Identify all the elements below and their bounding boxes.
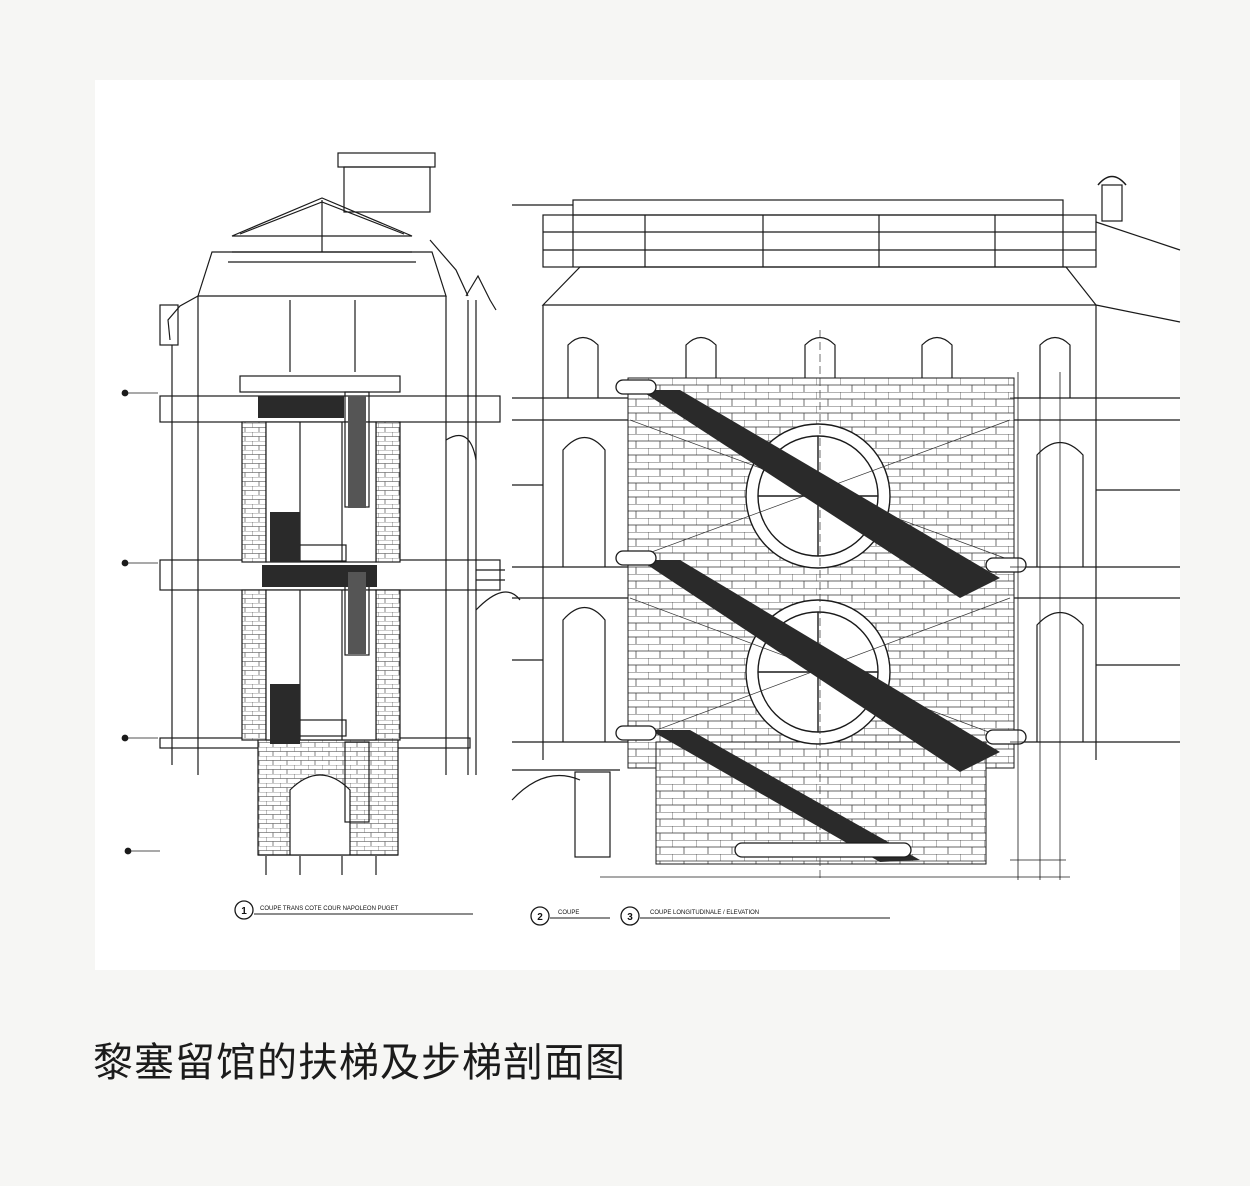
escalator-handrails: [615, 379, 1027, 858]
level-markers: [121, 389, 160, 855]
svg-text:COUPE LONGITUDINALE / ELEVATIO: COUPE LONGITUDINALE / ELEVATION: [650, 910, 759, 916]
svg-text:COUPE: COUPE: [558, 910, 579, 916]
svg-text:COUPE TRANS COTE COUR NAPOLEON: COUPE TRANS COTE COUR NAPOLEON PUGET: [260, 906, 399, 912]
escalator-middle: [640, 560, 1000, 772]
cross-section-1: [159, 152, 521, 875]
label-2: 2 COUPE: [530, 906, 610, 926]
escalator-hatch-section-1: [258, 396, 377, 744]
architectural-section-drawing: 1 COUPE TRANS COTE COUR NAPOLEON PUGET 2…: [95, 80, 1181, 970]
escalators: [640, 390, 1000, 862]
svg-text:2: 2: [537, 912, 543, 923]
svg-text:3: 3: [627, 912, 633, 923]
escalator-upper: [640, 390, 1000, 598]
label-1: 1 COUPE TRANS COTE COUR NAPOLEON PUGET: [234, 900, 473, 920]
label-3: 3 COUPE LONGITUDINALE / ELEVATION: [620, 906, 890, 926]
svg-text:1: 1: [241, 906, 247, 917]
dimension-lines: [600, 372, 1070, 880]
figure-caption: 黎塞留馆的扶梯及步梯剖面图: [93, 1040, 626, 1086]
escalator-lower: [650, 730, 920, 862]
